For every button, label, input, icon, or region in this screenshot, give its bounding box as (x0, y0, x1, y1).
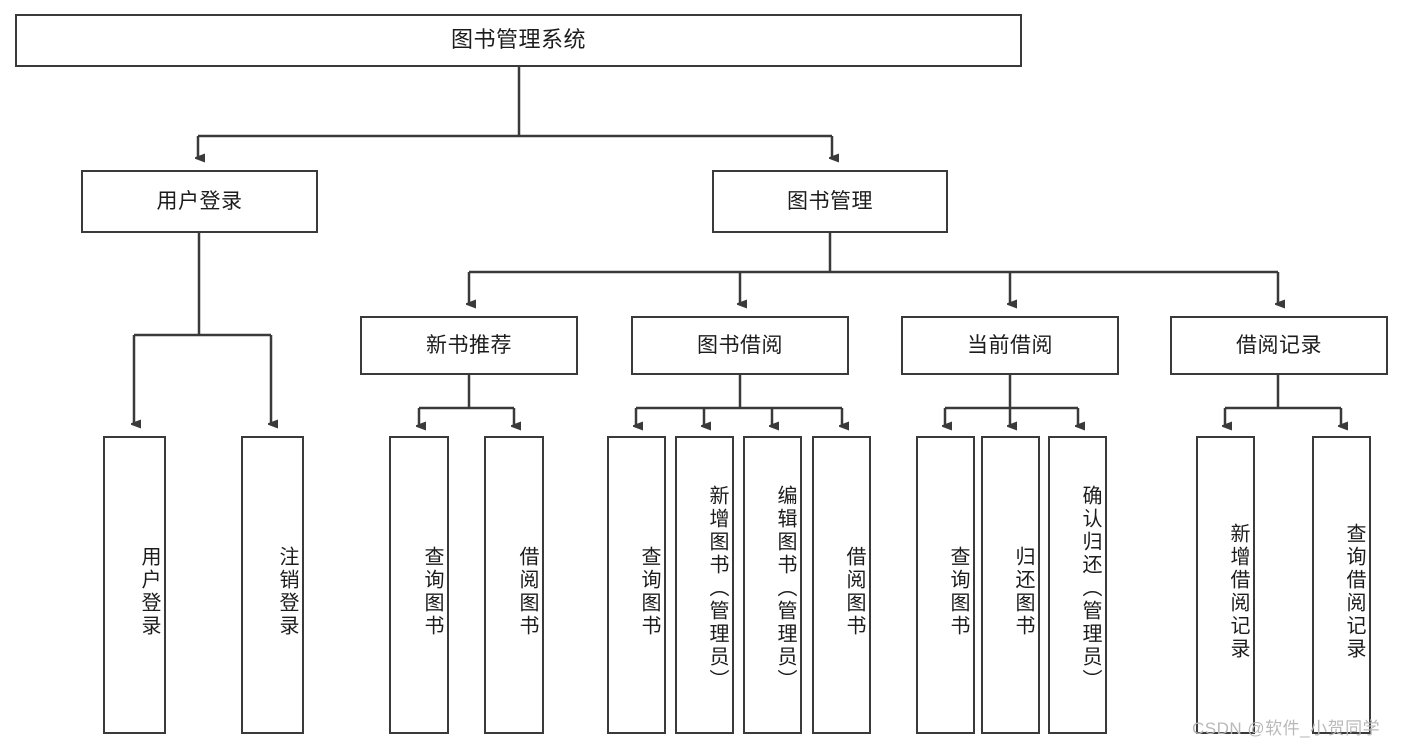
leaf-borrow-borrow-book[interactable]: 借阅图书 (812, 436, 871, 734)
node-label: 编辑图书（管理员） (774, 484, 796, 692)
node-label: 用户登录 (138, 546, 160, 638)
leaf-user-login-signin[interactable]: 用户登录 (103, 436, 166, 734)
node-book-management[interactable]: 图书管理 (712, 170, 948, 233)
node-label: 图书管理系统 (450, 27, 586, 53)
node-current-borrow[interactable]: 当前借阅 (901, 316, 1119, 375)
leaf-borrow-query-book[interactable]: 查询图书 (607, 436, 666, 734)
node-label: 图书借阅 (697, 333, 783, 357)
node-label: 新书推荐 (426, 333, 512, 357)
node-label: 查询图书 (638, 546, 660, 638)
node-label: 借阅记录 (1236, 333, 1322, 357)
node-label: 借阅图书 (843, 546, 865, 638)
node-label: 注销登录 (276, 546, 298, 638)
node-label: 当前借阅 (967, 333, 1053, 357)
leaf-borrow-add-book-admin[interactable]: 新增图书（管理员） (675, 436, 734, 734)
node-label: 查询借阅记录 (1343, 523, 1365, 661)
node-label: 确认归还（管理员） (1079, 484, 1101, 692)
csdn-watermark: CSDN @软件_小贺同学 (1192, 719, 1381, 738)
node-label: 新增借阅记录 (1227, 523, 1249, 661)
leaf-current-return-book[interactable]: 归还图书 (981, 436, 1040, 734)
node-new-book-recommend[interactable]: 新书推荐 (360, 316, 578, 375)
node-label: 借阅图书 (516, 546, 538, 638)
node-root-book-management-system[interactable]: 图书管理系统 (15, 14, 1022, 67)
leaf-current-confirm-return-admin[interactable]: 确认归还（管理员） (1048, 436, 1107, 734)
leaf-record-add-record[interactable]: 新增借阅记录 (1196, 436, 1255, 734)
node-book-borrow[interactable]: 图书借阅 (631, 316, 849, 375)
node-label: 图书管理 (787, 189, 873, 213)
node-label: 新增图书（管理员） (706, 484, 728, 692)
node-label: 查询图书 (421, 546, 443, 638)
leaf-user-login-signout[interactable]: 注销登录 (241, 436, 304, 734)
leaf-recommend-borrow-book[interactable]: 借阅图书 (484, 436, 544, 734)
leaf-current-query-book[interactable]: 查询图书 (916, 436, 975, 734)
node-label: 用户登录 (156, 189, 243, 213)
node-label: 归还图书 (1012, 546, 1034, 638)
leaf-borrow-edit-book-admin[interactable]: 编辑图书（管理员） (743, 436, 802, 734)
node-borrow-record[interactable]: 借阅记录 (1170, 316, 1388, 375)
node-label: 查询图书 (947, 546, 969, 638)
node-user-login[interactable]: 用户登录 (81, 170, 318, 233)
leaf-recommend-query-book[interactable]: 查询图书 (389, 436, 449, 734)
leaf-record-query-record[interactable]: 查询借阅记录 (1312, 436, 1371, 734)
